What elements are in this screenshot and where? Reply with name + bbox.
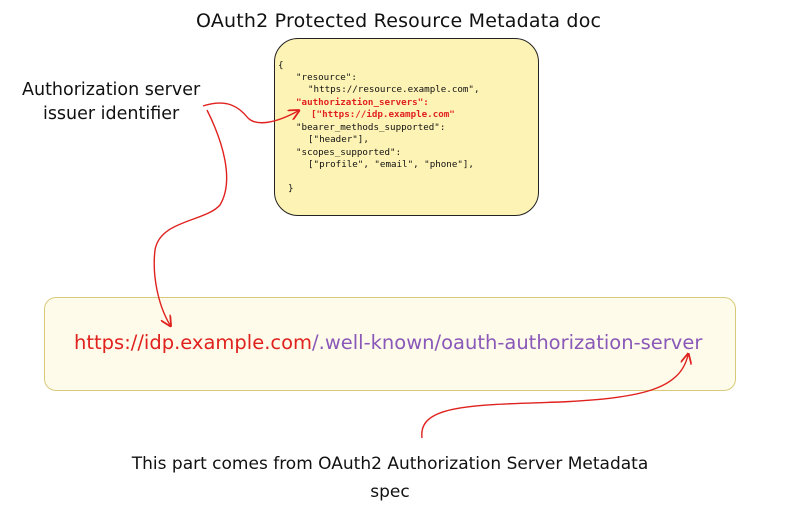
json-line-bearer-methods-value: ["header"], (308, 134, 369, 145)
arrow-label-to-url-host (153, 109, 228, 325)
json-line-authorization-servers-key: "authorization_servers": (296, 97, 429, 108)
json-line-resource-key: "resource": (296, 72, 357, 83)
json-line-scopes-key: "scopes_supported": (296, 147, 402, 158)
json-line-open-brace: { (278, 60, 284, 71)
diagram-title: OAuth2 Protected Resource Metadata doc (196, 10, 602, 32)
arrow-label-to-authorization-servers (202, 102, 298, 124)
issuer-label-line1: Authorization server (22, 80, 201, 100)
bottom-note: This part comes from OAuth2 Authorizatio… (60, 450, 720, 506)
bottom-note-line2: spec (370, 482, 410, 502)
issuer-identifier-label: Authorization server issuer identifier (22, 78, 200, 126)
url-host: https://idp.example.com (74, 331, 313, 354)
metadata-doc-box (274, 38, 539, 216)
arrow-note-to-url-path (421, 355, 688, 439)
well-known-url: https://idp.example.com/.well-known/oaut… (74, 331, 702, 354)
json-line-scopes-value: ["profile", "email", "phone"], (308, 159, 474, 170)
json-line-authorization-servers-value: ["https://idp.example.com" (311, 109, 455, 120)
json-line-bearer-methods-key: "bearer_methods_supported": (296, 122, 446, 133)
url-box (44, 297, 736, 391)
json-line-resource-value: "https://resource.example.com", (308, 84, 480, 95)
url-path: /.well-known/oauth-authorization-server (312, 331, 703, 354)
issuer-label-line2: issuer identifier (42, 104, 180, 124)
json-line-close-brace: } (288, 183, 294, 194)
bottom-note-line1: This part comes from OAuth2 Authorizatio… (131, 454, 649, 474)
